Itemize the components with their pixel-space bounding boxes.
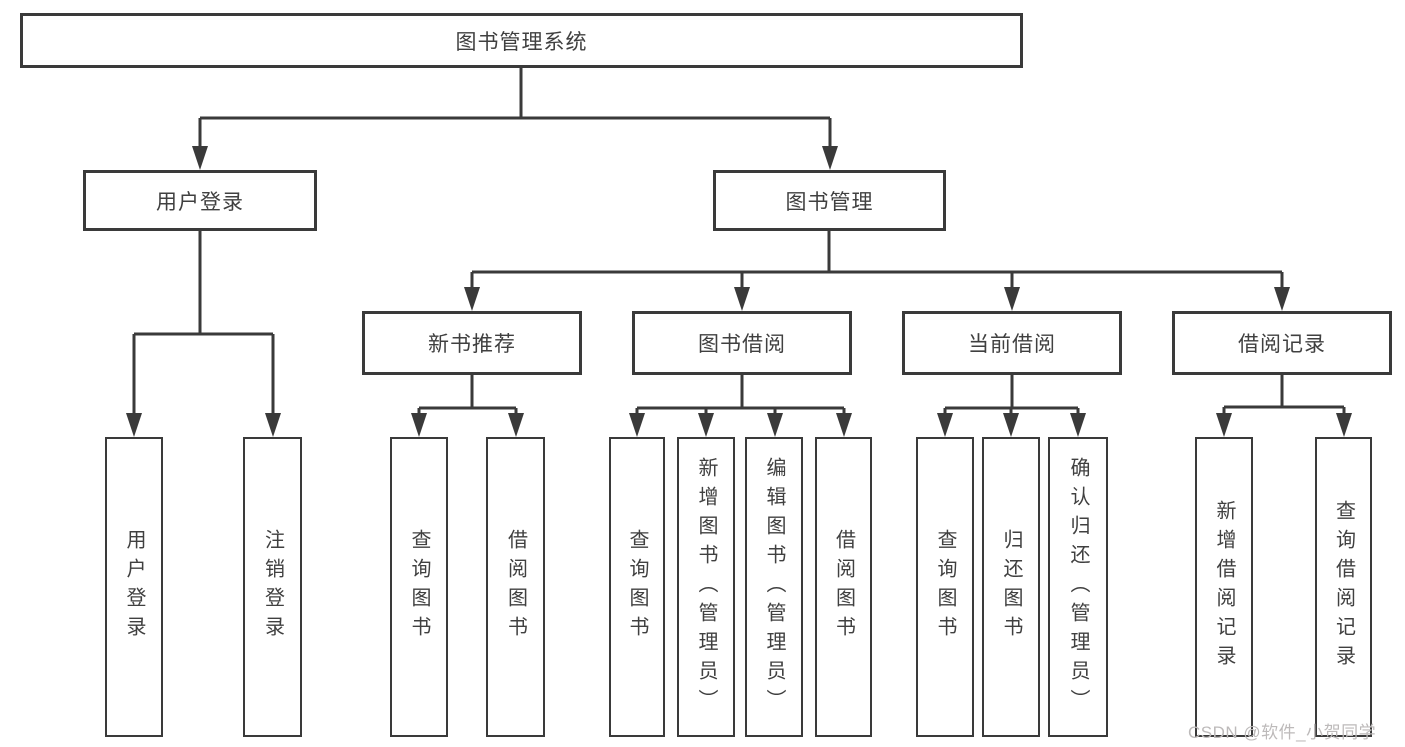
node-library-system: 图书管理系统 bbox=[20, 13, 1023, 68]
node-new-book-recommend: 新书推荐 bbox=[362, 311, 582, 375]
node-label: 确认归还（管理员） bbox=[1067, 456, 1089, 718]
node-label: 查询图书 bbox=[408, 529, 430, 645]
node-label: 归还图书 bbox=[1000, 529, 1022, 645]
node-label: 借阅图书 bbox=[504, 529, 527, 645]
node-label: 借阅记录 bbox=[1238, 333, 1326, 356]
leaf-query-borrow-record: 查询借阅记录 bbox=[1315, 437, 1372, 737]
leaf-user-login: 用户登录 bbox=[105, 437, 163, 737]
node-borrow-records: 借阅记录 bbox=[1172, 311, 1392, 375]
leaf-logout: 注销登录 bbox=[243, 437, 302, 737]
node-label: 图书管理系统 bbox=[455, 30, 588, 54]
node-label: 新书推荐 bbox=[428, 333, 516, 356]
leaf-query-books-recommend: 查询图书 bbox=[390, 437, 448, 737]
leaf-return-book: 归还图书 bbox=[982, 437, 1040, 737]
leaf-add-book-admin: 新增图书（管理员） bbox=[677, 437, 735, 737]
leaf-query-books-borrow: 查询图书 bbox=[609, 437, 665, 737]
node-label: 新增借阅记录 bbox=[1213, 500, 1235, 674]
arrowhead-icons bbox=[126, 146, 1352, 437]
node-label: 借阅图书 bbox=[832, 529, 855, 645]
node-label: 注销登录 bbox=[261, 529, 284, 645]
node-label: 当前借阅 bbox=[968, 333, 1056, 356]
node-label: 新增图书（管理员） bbox=[695, 456, 717, 718]
node-book-borrow: 图书借阅 bbox=[632, 311, 852, 375]
node-book-management: 图书管理 bbox=[713, 170, 946, 231]
leaf-borrow-books-recommend: 借阅图书 bbox=[486, 437, 545, 737]
node-current-borrow: 当前借阅 bbox=[902, 311, 1122, 375]
csdn-watermark: CSDN @软件_小贺同学 bbox=[1188, 723, 1377, 742]
leaf-borrow-books: 借阅图书 bbox=[815, 437, 872, 737]
node-label: 查询图书 bbox=[934, 529, 956, 645]
leaf-add-borrow-record: 新增借阅记录 bbox=[1195, 437, 1253, 737]
node-label: 图书借阅 bbox=[698, 333, 786, 356]
node-label: 用户登录 bbox=[123, 529, 145, 645]
node-label: 编辑图书（管理员） bbox=[763, 456, 785, 718]
node-label: 查询借阅记录 bbox=[1332, 500, 1355, 674]
leaf-confirm-return-admin: 确认归还（管理员） bbox=[1048, 437, 1108, 737]
node-label: 查询图书 bbox=[626, 529, 648, 645]
node-label: 用户登录 bbox=[156, 190, 244, 214]
leaf-query-books-current: 查询图书 bbox=[916, 437, 974, 737]
leaf-edit-book-admin: 编辑图书（管理员） bbox=[745, 437, 803, 737]
node-label: 图书管理 bbox=[785, 190, 874, 214]
node-user-login: 用户登录 bbox=[83, 170, 317, 231]
